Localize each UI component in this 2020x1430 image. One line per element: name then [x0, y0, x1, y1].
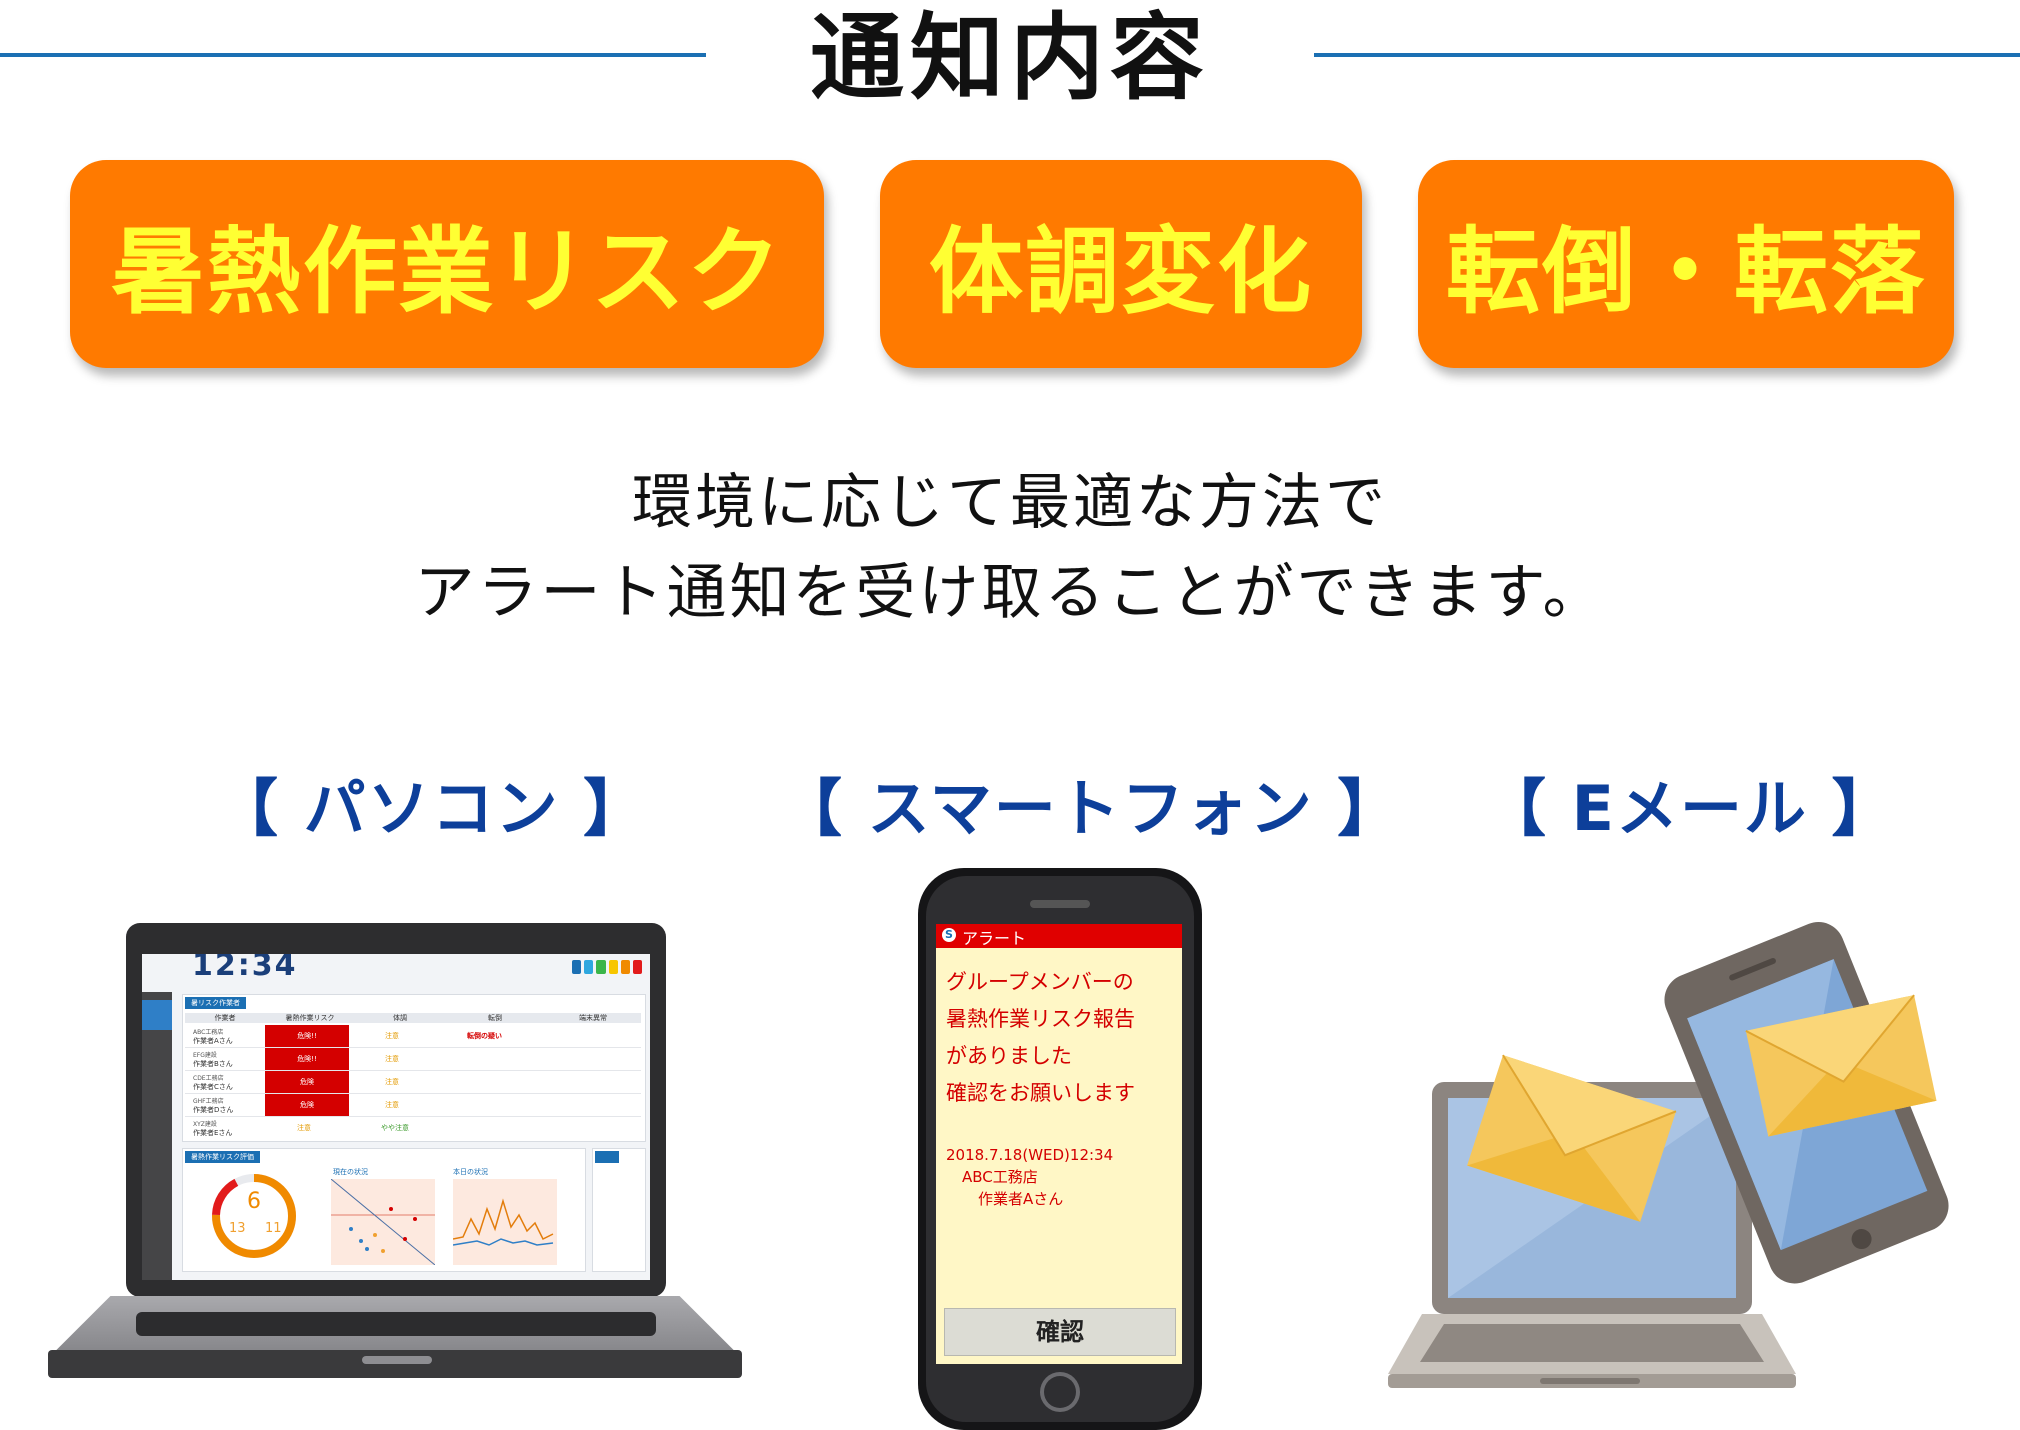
col-risk: 暑熱作業リスク	[285, 1014, 335, 1022]
alert-bar-title: アラート	[962, 929, 1027, 948]
alert-message-line: グループメンバーの	[946, 970, 1134, 994]
device-label-email: 【 Eメール 】	[1484, 772, 1896, 845]
risk-gauge	[212, 1174, 296, 1258]
row-company: CDE工務店	[193, 1075, 224, 1082]
row-worker: 作業者Aさん	[193, 1037, 233, 1045]
gauge-left-value: 13	[229, 1221, 246, 1236]
dashboard-clock: 12:34	[192, 954, 298, 983]
row-worker: 作業者Cさん	[193, 1083, 233, 1091]
phone-screen: S アラート グループメンバーの 暑熱作業リスク報告 がありました 確認をお願い…	[936, 924, 1182, 1364]
alert-message-line: 暑熱作業リスク報告	[946, 1007, 1135, 1031]
header-line-right	[1314, 53, 2020, 57]
app-logo-icon: S	[942, 928, 956, 942]
row-company: GHF工務店	[193, 1098, 224, 1105]
row-health: 注意	[385, 1101, 399, 1109]
envelope-icon	[1467, 1054, 1677, 1222]
badge-health-change: 体調変化	[880, 160, 1362, 368]
row-worker: 作業者Eさん	[193, 1129, 233, 1137]
row-health: 注意	[385, 1032, 399, 1040]
header-line-left	[0, 53, 706, 57]
description-line-2: アラート通知を受け取ることができます。	[414, 558, 1606, 628]
badge-heat-risk: 暑熱作業リスク	[70, 160, 824, 368]
row-worker: 作業者Dさん	[193, 1106, 234, 1114]
device-label-pc: 【 パソコン 】	[216, 772, 648, 845]
risk-eval-panel: 暑熱作業リスク評価 6 13 11 現在の状況 本日の状況	[182, 1148, 586, 1272]
table-row[interactable]: ABC工務店 作業者Aさん 危険!! 注意 転倒の疑い	[185, 1025, 641, 1048]
laptop-display: 12:34 暑リスク作業者 作業者 暑熱作業リスク 体調 転倒 端末異常 ABC…	[142, 954, 650, 1280]
laptop-keyboard	[136, 1312, 656, 1336]
row-risk: 危険!!	[265, 1048, 349, 1070]
table-header: 作業者 暑熱作業リスク 体調 転倒 端末異常	[185, 1013, 641, 1023]
alert-message-line: 確認をお願いします	[946, 1081, 1135, 1105]
description-line-1: 環境に応じて最適な方法で	[632, 468, 1388, 538]
laptop-notch	[362, 1356, 432, 1364]
alert-worker: 作業者Aさん	[978, 1190, 1064, 1208]
gauge-main-value: 6	[247, 1189, 261, 1214]
row-risk: 危険	[265, 1094, 349, 1116]
row-risk: 注意	[297, 1124, 311, 1132]
phone-speaker	[1030, 900, 1090, 908]
gauge-right-value: 11	[265, 1221, 282, 1236]
alert-message-line: がありました	[946, 1044, 1072, 1068]
table-row[interactable]: XYZ建設 作業者Eさん 注意 やや注意	[185, 1117, 641, 1139]
row-risk: 危険!!	[265, 1025, 349, 1047]
eval-title: 暑熱作業リスク評価	[185, 1151, 260, 1163]
alert-info: 2018.7.18(WED)12:34 ABC工務店 作業者Aさん	[946, 1144, 1113, 1210]
confirm-button[interactable]: 確認	[944, 1308, 1176, 1356]
line-chart	[453, 1179, 557, 1265]
device-label-smartphone: 【 スマートフォン 】	[780, 772, 1402, 845]
laptop-base-edge	[48, 1350, 742, 1378]
alert-bar: S アラート	[936, 924, 1182, 948]
sidebar-active-item[interactable]	[142, 1000, 172, 1030]
page-title: 通知内容	[809, 4, 1210, 113]
row-health: 注意	[385, 1055, 399, 1063]
table-row[interactable]: CDE工務店 作業者Cさん 危険 注意	[185, 1071, 641, 1094]
col-health: 体調	[393, 1014, 407, 1022]
badge-fall: 転倒・転落	[1418, 160, 1954, 368]
table-row[interactable]: GHF工務店 作業者Dさん 危険 注意	[185, 1094, 641, 1117]
alert-message: グループメンバーの 暑熱作業リスク報告 がありました 確認をお願いします	[946, 964, 1176, 1112]
table-row[interactable]: EFG建設 作業者Bさん 危険!! 注意	[185, 1048, 641, 1071]
row-company: EFG建設	[193, 1052, 217, 1059]
row-worker: 作業者Bさん	[193, 1060, 233, 1068]
row-health: 注意	[385, 1078, 399, 1086]
chart2-title: 本日の状況	[453, 1168, 488, 1176]
row-company: ABC工務店	[193, 1029, 224, 1036]
scatter-chart	[331, 1179, 435, 1265]
risk-legend	[572, 960, 643, 974]
row-company: XYZ建設	[193, 1121, 217, 1128]
col-worker: 作業者	[214, 1014, 236, 1022]
alert-datetime: 2018.7.18(WED)12:34	[946, 1146, 1114, 1164]
col-fall: 転倒	[488, 1014, 502, 1022]
chart1-title: 現在の状況	[333, 1168, 368, 1176]
home-button-inner	[1044, 1376, 1076, 1408]
dashboard-sidebar	[142, 992, 172, 1280]
worker-table-panel: 暑リスク作業者 作業者 暑熱作業リスク 体調 転倒 端末異常 ABC工務店 作業…	[182, 994, 646, 1142]
col-device: 端末異常	[579, 1014, 607, 1022]
row-fall: 転倒の疑い	[467, 1032, 502, 1040]
row-risk: 危険	[265, 1071, 349, 1093]
table-section-title: 暑リスク作業者	[185, 997, 246, 1009]
envelope-icon	[1745, 994, 1937, 1137]
table-body: ABC工務店 作業者Aさん 危険!! 注意 転倒の疑い EFG建設 作業者Bさん…	[185, 1025, 641, 1139]
side-panel	[592, 1148, 646, 1272]
row-health: やや注意	[381, 1124, 409, 1132]
email-illustration	[1388, 922, 1949, 1388]
alert-company: ABC工務店	[962, 1168, 1038, 1186]
